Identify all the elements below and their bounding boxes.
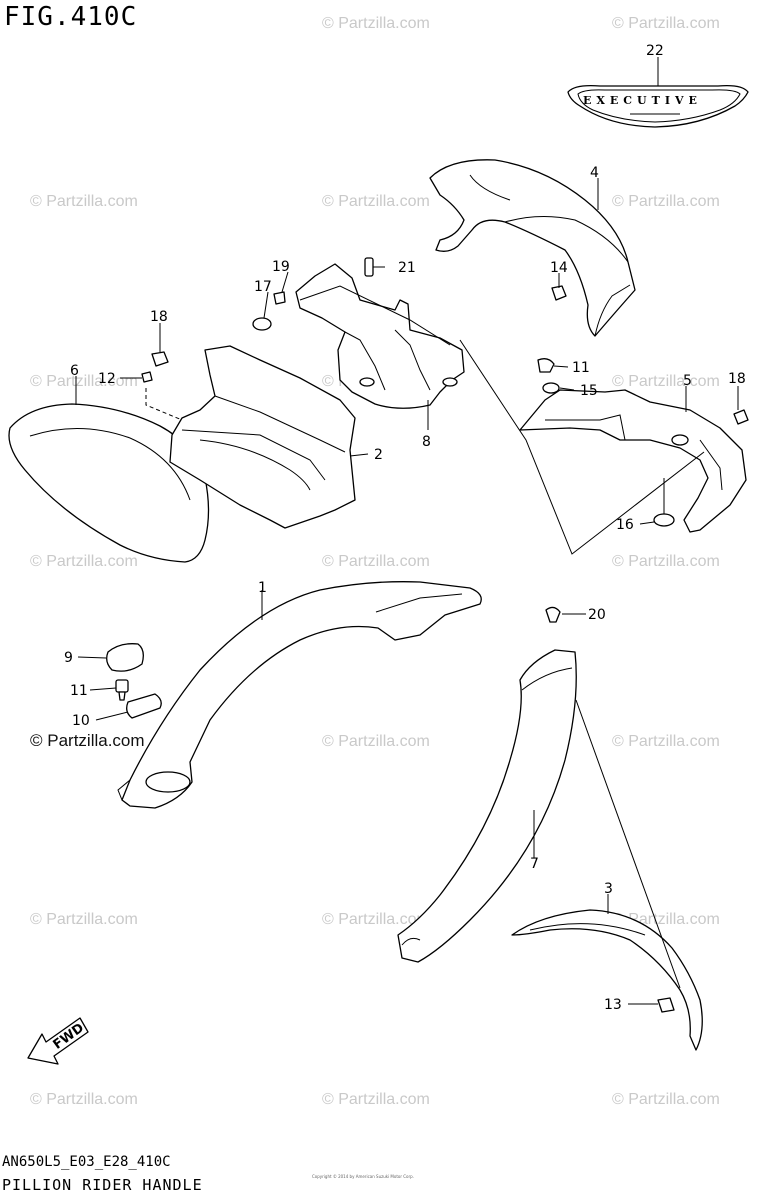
watermark-grid: © Partzilla.com © Partzilla.com © Partzi… (30, 15, 720, 1108)
figure-name: PILLION RIDER HANDLE (2, 1176, 203, 1194)
watermark: © Partzilla.com (322, 15, 430, 32)
callout-3: 3 (604, 881, 613, 897)
leader-lines (75, 57, 739, 1005)
callout-18-left: 18 (150, 309, 168, 325)
part-7-curved-rail (397, 649, 577, 963)
figure-code: AN650L5_E03_E28_410C (2, 1154, 171, 1170)
watermark: © Partzilla.com (322, 1091, 430, 1108)
callout-1: 1 (258, 580, 267, 596)
callout-5: 5 (683, 373, 692, 389)
watermark: © Partzilla.com (322, 193, 430, 210)
callout-18-right: 18 (728, 371, 746, 387)
watermark: © Partzilla.com (612, 193, 720, 210)
watermark: © Partzilla.com (612, 373, 720, 390)
callout-4: 4 (590, 165, 599, 181)
part-8-bracket (295, 263, 465, 409)
watermark-bold: © Partzilla.com (30, 731, 145, 750)
watermark: © Partzilla.com (30, 553, 138, 570)
callout-15: 15 (580, 383, 598, 399)
callout-12: 12 (98, 371, 116, 387)
watermark: © Partzilla.com (322, 911, 430, 928)
callout-14: 14 (550, 260, 568, 276)
callout-8: 8 (422, 434, 431, 450)
watermark: © Partzilla.com (322, 553, 430, 570)
callout-13: 13 (604, 997, 622, 1013)
callout-11-left: 11 (70, 683, 88, 699)
forward-arrow-icon: FWD (27, 1017, 89, 1065)
watermark: © Partzilla.com (612, 15, 720, 32)
callout-7: 7 (530, 856, 539, 872)
watermark: © Partzilla.com (30, 1091, 138, 1108)
callout-2: 2 (374, 447, 383, 463)
callout-11-right: 11 (572, 360, 590, 376)
copyright-notice: Copyright © 2014 by American Suzuki Moto… (312, 1174, 414, 1179)
watermark: © Partzilla.com (612, 733, 720, 750)
callout-19: 19 (272, 259, 290, 275)
callout-20: 20 (588, 607, 606, 623)
hardware (106, 257, 749, 1013)
part-2-panel (169, 345, 356, 529)
part-1-grip-handle (117, 581, 482, 809)
callout-6: 6 (70, 363, 79, 379)
callout-16: 16 (616, 517, 634, 533)
watermark: © Partzilla.com (30, 911, 138, 928)
watermark: © Partzilla.com (30, 373, 138, 390)
callout-17: 17 (254, 279, 272, 295)
emblem-text: EXECUTIVE (583, 94, 702, 107)
callout-10: 10 (72, 713, 90, 729)
part-3-strip (511, 909, 703, 1051)
callout-9: 9 (64, 650, 73, 666)
watermark: © Partzilla.com (322, 733, 430, 750)
part-4-rear-cover (429, 159, 636, 337)
part-5-tail-bracket (519, 389, 747, 533)
callout-22: 22 (646, 43, 664, 59)
figure-title: FIG.410C (4, 2, 138, 32)
watermark: © Partzilla.com (612, 553, 720, 570)
part-22-emblem: EXECUTIVE (567, 84, 749, 128)
watermark: © Partzilla.com (612, 1091, 720, 1108)
part-6-pad (8, 403, 210, 563)
callout-21: 21 (398, 260, 416, 276)
watermark: © Partzilla.com (30, 193, 138, 210)
callout-numbers: 22 4 14 19 17 21 18 12 6 2 8 11 15 5 18 … (64, 43, 746, 1013)
